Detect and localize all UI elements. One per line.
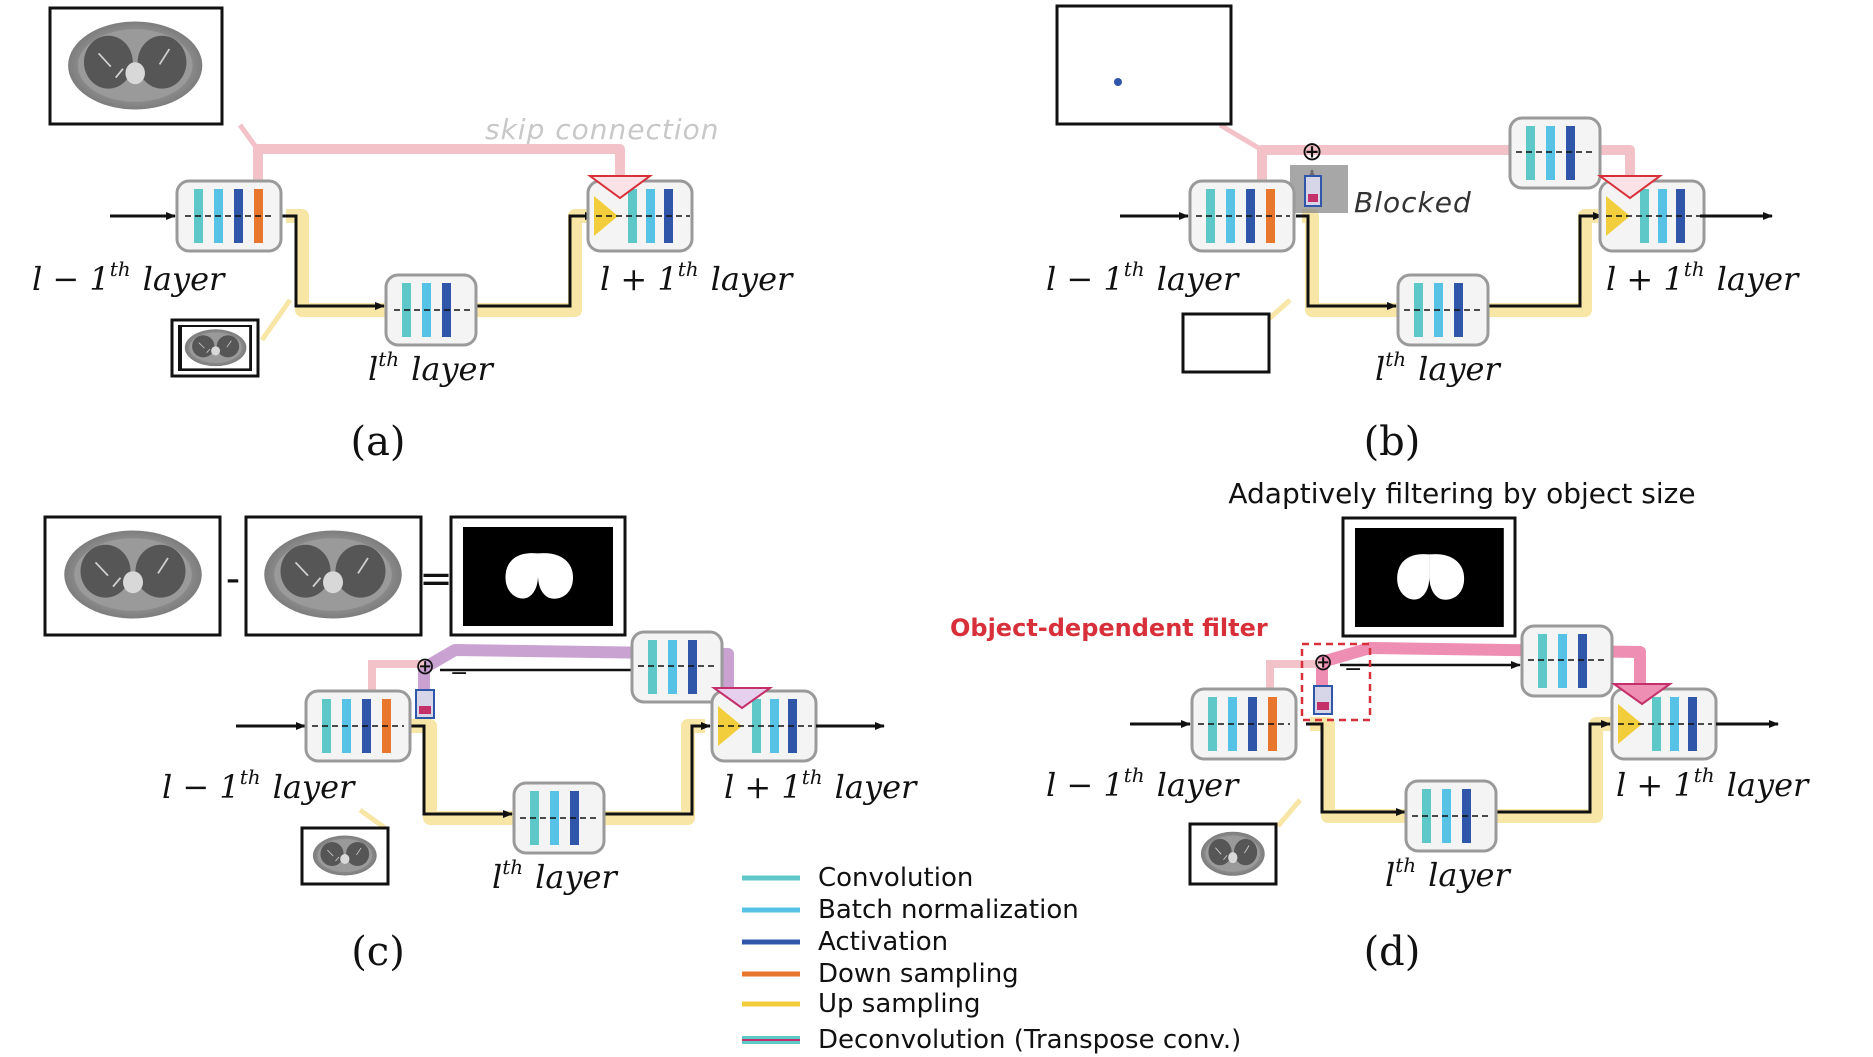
add-operator: ⊕ <box>1301 137 1323 167</box>
mask-image <box>449 515 627 637</box>
ct-thumb-small <box>170 318 260 378</box>
add-operator: ⊕ <box>415 652 435 680</box>
callout-line <box>259 298 293 342</box>
subtract-operator: − <box>450 661 468 686</box>
caption-c: (c) <box>351 929 405 975</box>
tiny-object <box>1114 78 1122 86</box>
panel-c: - = ⊕ − <box>43 515 918 975</box>
object-filter-label: Object-dependent filter <box>950 614 1268 642</box>
ct-thumb-small <box>300 826 390 886</box>
legend-item-down-sampling: Down sampling <box>742 959 1019 989</box>
callout-line <box>358 807 387 831</box>
down-arrow <box>1296 214 1397 310</box>
skip-path <box>1257 145 1635 180</box>
block-mid <box>512 781 606 855</box>
skip-path <box>1266 660 1322 690</box>
empty-mask-large <box>1055 4 1233 126</box>
block-next <box>1596 175 1706 253</box>
legend-item-deconvolution: Deconvolution (Transpose conv.) <box>742 1025 1241 1055</box>
block-mid <box>1396 273 1490 347</box>
block-prev <box>1190 687 1298 761</box>
block-prev <box>175 179 283 253</box>
legend-label: Activation <box>818 927 948 957</box>
purple-path <box>418 644 734 694</box>
up-arrow <box>602 722 711 816</box>
legend-label: Up sampling <box>818 989 981 1019</box>
skip-path <box>368 660 424 690</box>
block-mid <box>1404 779 1498 853</box>
block-next <box>710 687 818 763</box>
block-skip <box>1520 624 1614 698</box>
legend-item-convolution: Convolution <box>742 863 973 893</box>
block-prev <box>1188 179 1296 253</box>
up-arrow <box>1486 212 1603 308</box>
ct-image-2 <box>244 515 423 637</box>
block-mid <box>384 273 478 347</box>
legend-item-batch-normalization: Batch normalization <box>742 895 1079 925</box>
block-next <box>586 175 694 253</box>
caption-d: (d) <box>1364 929 1421 975</box>
up-arrow <box>1496 720 1611 814</box>
down-arrow <box>280 214 385 310</box>
legend-label: Batch normalization <box>818 895 1079 925</box>
block-prev <box>304 689 412 763</box>
legend: Convolution Batch normalization Activati… <box>742 863 1241 1055</box>
panel-b: ⊕ Blocked <box>1046 4 1800 465</box>
filter-unit <box>415 689 435 719</box>
caption-b: (b) <box>1364 419 1421 465</box>
empty-mask-small <box>1181 312 1271 374</box>
ct-thumb-small <box>1188 822 1278 886</box>
down-arrow <box>1306 722 1406 816</box>
legend-label: Deconvolution (Transpose conv.) <box>818 1025 1241 1055</box>
block-skip <box>630 630 724 704</box>
block-next <box>1610 683 1718 761</box>
ct-image-1 <box>43 515 222 637</box>
panel-d-title: Adaptively filtering by object size <box>1228 477 1695 510</box>
filter-unit <box>1313 685 1333 715</box>
legend-label: Convolution <box>818 863 973 893</box>
mask-image <box>1341 516 1517 638</box>
block-skip <box>1508 116 1602 190</box>
callout-line <box>1218 122 1264 153</box>
blocked-region <box>1290 165 1348 213</box>
panel-d: Adaptively filtering by object size Obje… <box>950 477 1810 975</box>
add-operator: ⊕ <box>1313 648 1333 676</box>
blocked-label: Blocked <box>1354 186 1472 219</box>
skip-path <box>253 144 625 180</box>
caption-a: (a) <box>350 419 405 465</box>
legend-label: Down sampling <box>818 959 1019 989</box>
callout-line <box>1276 798 1302 828</box>
legend-item-up-sampling: Up sampling <box>742 989 981 1019</box>
minus-sign: - <box>226 556 240 602</box>
skip-connection-label: skip connection <box>485 113 720 146</box>
down-arrow <box>408 724 513 818</box>
equals-sign: = <box>419 556 453 602</box>
subtract-operator: − <box>1344 657 1362 682</box>
legend-item-activation: Activation <box>742 927 948 957</box>
up-arrow <box>476 212 595 308</box>
callout-line <box>237 123 261 152</box>
ct-thumb-large <box>48 6 224 126</box>
